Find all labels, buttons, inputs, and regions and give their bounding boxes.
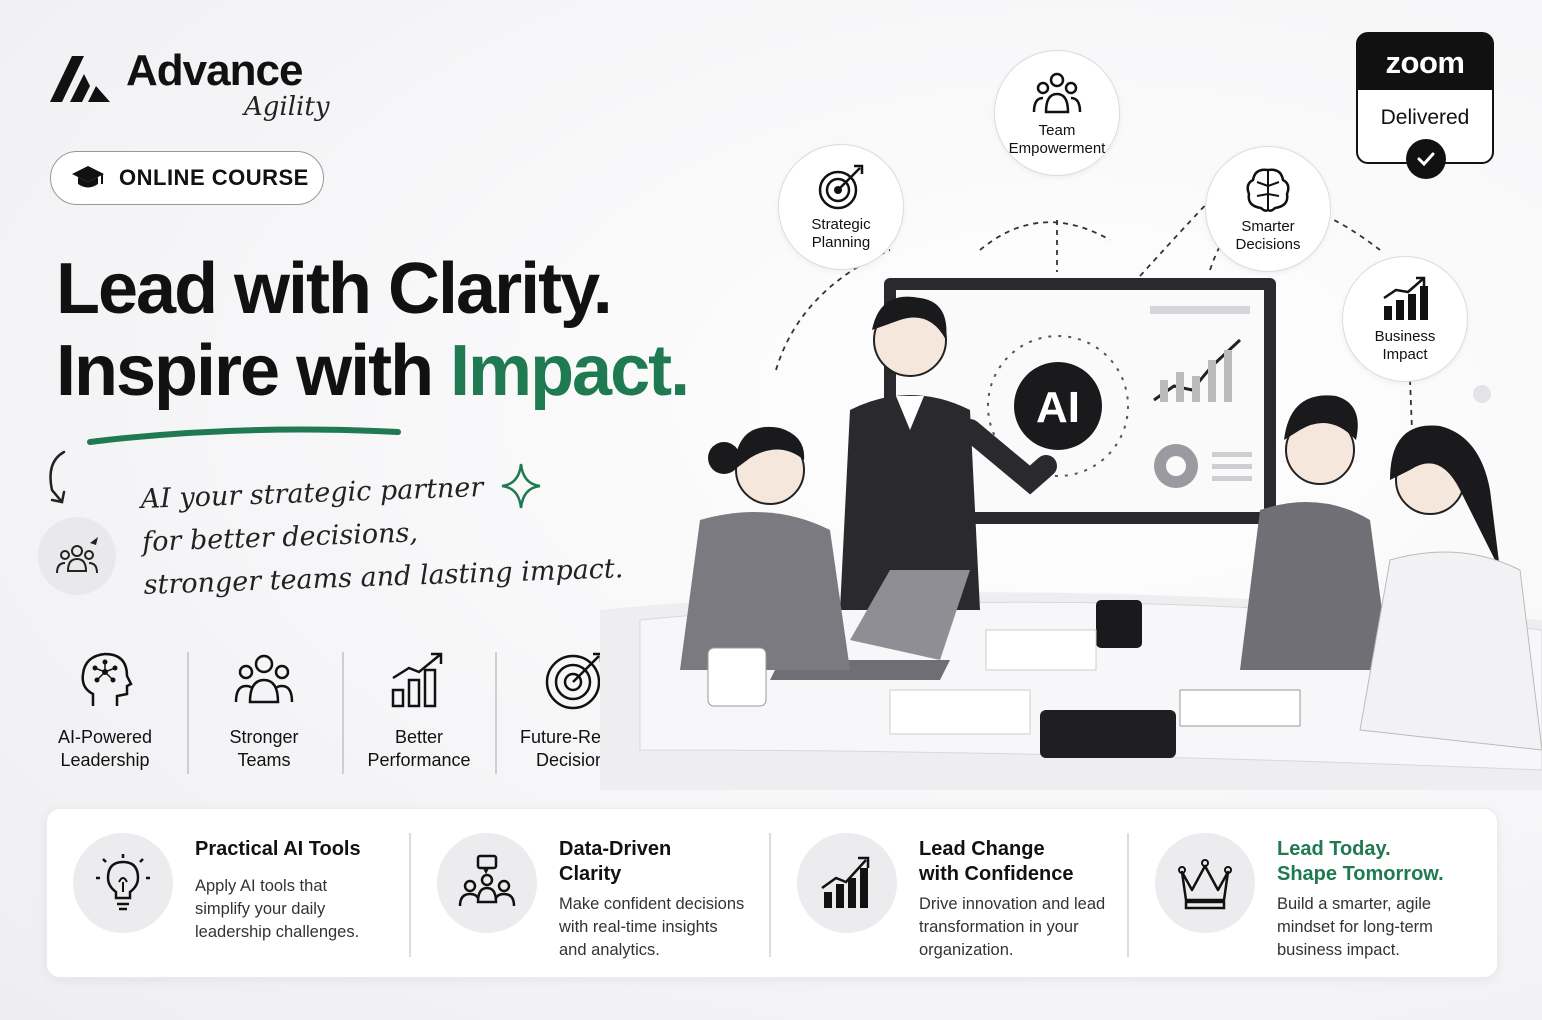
team-chat-icon — [458, 854, 516, 907]
benefit-divider — [409, 833, 411, 957]
benefit-divider — [769, 833, 771, 957]
zoom-logo: zoom — [1358, 34, 1492, 90]
feature-ai-powered-leadership: AI-Powered Leadership — [30, 648, 180, 772]
target-icon — [545, 652, 603, 710]
benefit-text-line: leadership challenges. — [195, 923, 360, 941]
lightbulb-icon — [96, 854, 150, 911]
concept-strategic-planning: Strategic Planning — [778, 144, 904, 270]
benefit-practical-ai-tools: Practical AI Tools Apply AI tools that s… — [73, 833, 413, 957]
concept-label: Decisions — [1235, 236, 1301, 253]
screen-ai-label: AI — [1036, 383, 1080, 432]
benefit-description: Drive innovation and lead transformation… — [919, 893, 1129, 962]
benefit-title: Data-Driven Clarity — [559, 837, 769, 887]
team-icon — [234, 654, 294, 704]
benefit-text-line: mindset for long-term — [1277, 918, 1433, 936]
feature-label: Leadership — [60, 750, 150, 770]
feature-label: Performance — [367, 750, 471, 770]
benefit-icon-circle — [437, 833, 537, 933]
zoom-status: Delivered — [1380, 106, 1470, 129]
concept-smarter-decisions: Smarter Decisions — [1205, 146, 1331, 272]
benefit-text-line: Drive innovation and lead — [919, 895, 1106, 913]
benefit-title: Lead Change with Confidence — [919, 837, 1129, 887]
online-course-badge: ONLINE COURSE — [50, 151, 324, 205]
check-icon — [1406, 139, 1446, 179]
feature-divider — [187, 652, 189, 774]
meeting-illustration: AI — [600, 190, 1542, 790]
benefit-text-line: and analytics. — [559, 941, 660, 959]
benefit-title: Lead Today. Shape Tomorrow. — [1277, 837, 1487, 887]
benefit-title: Practical AI Tools — [195, 837, 405, 862]
bar-growth-icon — [391, 652, 443, 708]
benefit-text-line: transformation in your — [919, 918, 1079, 936]
benefit-description: Make confident decisions with real-time … — [559, 893, 769, 962]
feature-stronger-teams: Stronger Teams — [189, 648, 339, 772]
feature-label: Stronger — [229, 727, 299, 747]
benefit-text-line: organization. — [919, 941, 1014, 959]
brain-icon — [1246, 168, 1290, 212]
benefit-text-line: Apply AI tools that — [195, 877, 328, 895]
feature-label: AI-Powered — [57, 727, 153, 747]
benefit-text-line: with real-time insights — [559, 918, 718, 936]
graduation-cap-icon — [72, 166, 104, 188]
benefit-text-line: business impact. — [1277, 941, 1400, 959]
feature-label: Decisions — [535, 750, 615, 770]
target-arrow-icon — [818, 164, 864, 210]
feature-better-performance: Better Performance — [344, 648, 494, 772]
crown-icon — [1178, 859, 1232, 910]
benefit-title-line: Lead Today. — [1277, 838, 1391, 860]
curved-arrow-icon — [49, 450, 66, 504]
concept-label: Team — [1038, 122, 1076, 139]
headline-line-2: Inspire with Impact. — [56, 330, 690, 412]
benefit-icon-circle — [73, 833, 173, 933]
concept-business-impact: Business Impact — [1342, 256, 1468, 382]
benefit-divider — [1127, 833, 1129, 957]
benefit-title-line: Practical AI Tools — [195, 838, 361, 860]
team-icon — [56, 537, 98, 574]
benefit-title-line: Lead Change — [919, 838, 1045, 860]
benefit-description: Apply AI tools that simplify your daily … — [195, 875, 405, 944]
online-course-label: ONLINE COURSE — [119, 165, 309, 190]
benefit-lead-today: Lead Today. Shape Tomorrow. Build a smar… — [1155, 833, 1495, 959]
benefit-description: Build a smarter, agile mindset for long-… — [1277, 893, 1487, 962]
headline-line-1: Lead with Clarity. — [56, 249, 613, 329]
sparkle-icon — [501, 463, 541, 509]
concept-label: Business — [1374, 328, 1436, 345]
bar-chart-icon — [1383, 276, 1428, 320]
benefit-icon-circle — [1155, 833, 1255, 933]
benefits-card: Practical AI Tools Apply AI tools that s… — [46, 808, 1498, 978]
feature-divider — [342, 652, 344, 774]
benefit-data-driven-clarity: Data-Driven Clarity Make confident decis… — [437, 833, 777, 959]
team-rocket-badge — [38, 517, 116, 595]
zoom-delivered-badge: zoom Delivered — [1356, 32, 1494, 179]
benefit-text-line: simplify your daily — [195, 900, 326, 918]
benefit-icon-circle — [797, 833, 897, 933]
ai-brain-head-icon — [81, 652, 133, 706]
headline-accent: Impact. — [450, 331, 690, 411]
feature-label: Teams — [237, 750, 291, 770]
concept-label: Planning — [811, 234, 871, 251]
brand-name: Advance — [126, 46, 303, 95]
handwritten-tagline: AI your strategic partner for better dec… — [140, 461, 624, 607]
benefit-lead-change: Lead Change with Confidence Drive innova… — [797, 833, 1137, 959]
growth-chart-icon — [821, 856, 870, 908]
benefit-title-line: Shape Tomorrow. — [1277, 863, 1444, 885]
concept-label: Empowerment — [1008, 140, 1106, 157]
team-icon — [1032, 72, 1082, 114]
concept-team-empowerment: Team Empowerment — [994, 50, 1120, 176]
headline-underline — [87, 426, 401, 445]
concept-label: Strategic — [811, 216, 871, 233]
benefit-text-line: Make confident decisions — [559, 895, 745, 913]
concept-label: Smarter — [1241, 218, 1295, 235]
advance-logo-icon — [50, 56, 110, 102]
benefit-title-line: Clarity — [559, 863, 622, 885]
headline-prefix: Inspire with — [56, 331, 451, 411]
benefit-title-line: with Confidence — [919, 863, 1074, 885]
benefit-text-line: Build a smarter, agile — [1277, 895, 1432, 913]
feature-divider — [495, 652, 497, 774]
benefit-title-line: Data-Driven — [559, 838, 672, 860]
concept-label: Impact — [1382, 346, 1428, 363]
brand-tagline: Agility — [244, 92, 330, 122]
feature-label: Better — [394, 727, 444, 747]
